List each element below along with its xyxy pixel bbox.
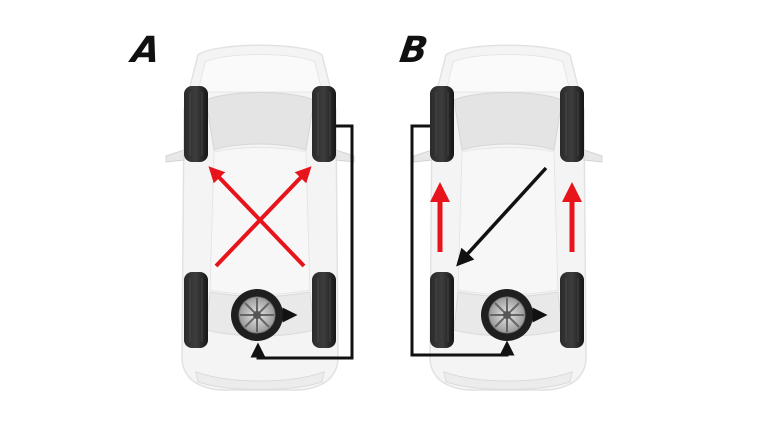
car-a-windshield — [205, 92, 315, 151]
tire-front-right-b — [560, 86, 584, 162]
spare-wheel-b — [481, 289, 533, 341]
tire-front-left-a — [184, 86, 208, 162]
tire-rear-left-a — [184, 272, 208, 348]
spare-wheel-a — [231, 289, 283, 341]
arrow-rear-right-to-front-left — [208, 166, 306, 268]
car-a — [165, 44, 355, 391]
arrow-front-right-to-rear-left-b — [456, 166, 548, 267]
car-b-windshield — [453, 92, 563, 151]
tire-rear-right-a — [312, 272, 336, 348]
tire-front-left-b — [430, 86, 454, 162]
car-b — [410, 44, 603, 391]
tire-front-right-a — [312, 86, 336, 162]
tire-rear-right-b — [560, 272, 584, 348]
arrow-front-right-to-spare-a — [250, 124, 354, 360]
tire-rear-left-b — [430, 272, 454, 348]
arrow-front-left-to-spare-b — [410, 124, 515, 357]
